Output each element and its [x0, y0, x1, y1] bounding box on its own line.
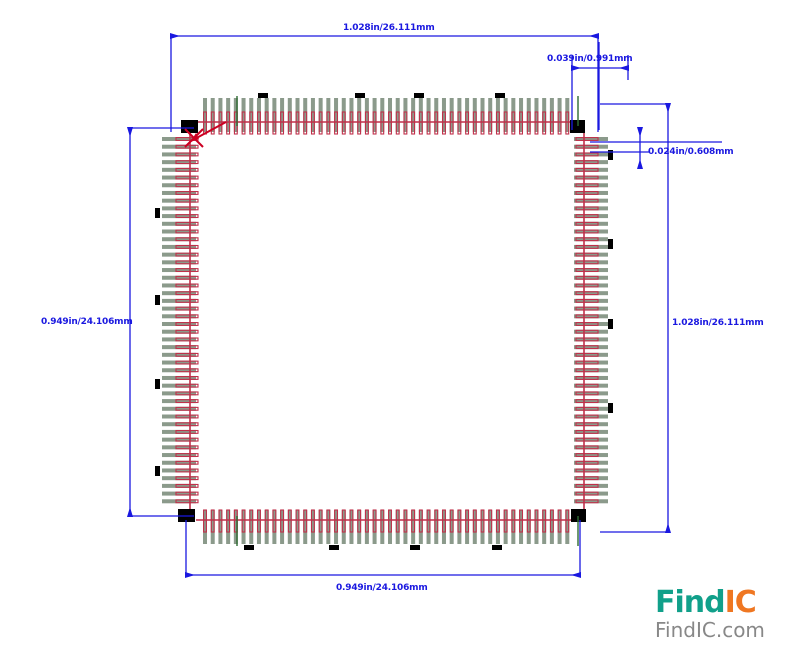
logo-find-text: Find: [655, 585, 726, 620]
dimension-left: [127, 127, 194, 517]
logo-domain-text: FindIC.com: [655, 618, 765, 642]
reference-tick-markers: [155, 93, 613, 550]
findic-logo: FindIC FindIC.com: [655, 588, 795, 646]
dimension-bottom: [185, 520, 581, 578]
logo-ic-text: IC: [724, 585, 757, 620]
pin1-indicator-icon: [184, 121, 227, 148]
dimension-right-label: 1.028in/26.111mm: [672, 318, 764, 328]
pin-row-top: [203, 98, 570, 135]
edge-accents: [236, 96, 579, 546]
corner-markers: [178, 120, 586, 522]
dimension-top-label: 1.028in/26.111mm: [343, 23, 435, 33]
pin-row-right: [574, 137, 608, 504]
dimension-top: [170, 33, 599, 132]
package-body-group: [162, 96, 608, 546]
dimension-right: [600, 103, 671, 533]
dimension-pitch: [571, 42, 629, 130]
pin-row-left: [162, 137, 199, 504]
dimension-lead-width-label: 0.024in/0.608mm: [648, 147, 733, 157]
pin-row-bottom: [203, 509, 570, 544]
logo-title: FindIC: [655, 588, 795, 618]
dimension-pitch-label: 0.039in/0.991mm: [547, 54, 632, 64]
dimension-left-label: 0.949in/24.106mm: [41, 317, 133, 327]
body-outline: [189, 121, 585, 521]
dimension-lead-width: [590, 127, 722, 169]
dimension-bottom-label: 0.949in/24.106mm: [336, 583, 428, 593]
